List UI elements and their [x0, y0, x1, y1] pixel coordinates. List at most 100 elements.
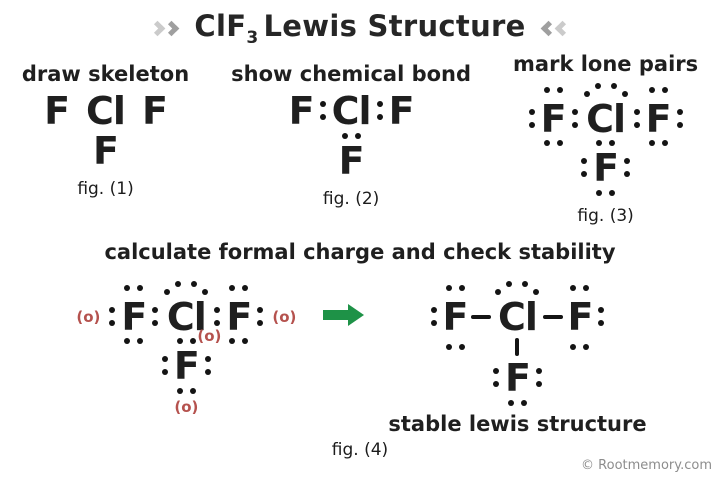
single-bond — [471, 314, 492, 319]
atom-F: F — [338, 138, 365, 183]
figure-caption: fig. (4) — [331, 439, 389, 460]
electron-pair — [124, 337, 144, 344]
electron-dot — [528, 109, 535, 116]
title-text: Lewis Structure — [263, 9, 526, 43]
electron-pair — [543, 87, 563, 94]
atom-F: F — [442, 294, 469, 339]
step-title: mark lone pairs — [513, 51, 699, 76]
single-bond — [543, 314, 564, 319]
electron-dot — [214, 320, 221, 327]
figure-caption: fig. (3) — [577, 205, 634, 226]
electron-dot — [493, 381, 499, 388]
electron-dot — [583, 90, 590, 97]
figure-caption: fig. (2) — [322, 188, 380, 209]
electron-dot — [161, 369, 168, 376]
electron-pair — [648, 139, 668, 146]
electron-dot — [535, 381, 542, 388]
copyright-notice: © Rootmemory.com — [581, 458, 712, 473]
chevron-left-icon — [540, 20, 556, 37]
electron-dot — [493, 368, 499, 375]
electron-pair — [204, 356, 211, 376]
electron-dot — [176, 337, 183, 344]
electron-dot — [571, 122, 578, 129]
electron-dot — [661, 87, 668, 94]
electron-pair — [676, 109, 683, 129]
arrow-right-icon — [323, 303, 365, 326]
electron-dot — [137, 337, 144, 344]
electron-pair — [214, 307, 221, 327]
electron-dot — [570, 285, 577, 292]
electron-dot — [137, 285, 144, 292]
axial-row: F — [93, 132, 119, 170]
formal-charge-label: (o) — [76, 307, 101, 326]
electron-pair — [528, 109, 535, 129]
electron-dot — [124, 285, 131, 292]
atom-Cl: Cl — [86, 88, 126, 133]
axial-row: F — [487, 355, 548, 400]
electron-pair — [376, 101, 383, 121]
electron-dot — [445, 343, 452, 350]
spacer — [125, 110, 142, 111]
single-bond-vertical — [515, 337, 520, 356]
electron-pair — [445, 285, 465, 292]
atom-F: F — [505, 355, 531, 400]
step-title: draw skeleton — [21, 61, 190, 86]
electron-pair — [229, 337, 249, 344]
electron-dot — [556, 87, 563, 94]
electron-dot — [583, 285, 590, 292]
electron-dot — [229, 337, 236, 344]
electron-dot — [109, 307, 116, 314]
electron-pair — [535, 368, 542, 388]
axial-group: F — [93, 132, 119, 170]
electron-pair — [633, 109, 640, 129]
electron-dot — [520, 399, 527, 406]
axial-row — [507, 399, 527, 406]
electron-dot — [609, 189, 616, 196]
electron-dot — [242, 337, 249, 344]
electron-dot — [556, 139, 563, 146]
formal-charge-label: (o) — [174, 397, 199, 416]
electron-dot — [570, 343, 577, 350]
chevron-left-icon — [554, 20, 570, 37]
electron-dot — [535, 368, 542, 375]
electron-dot — [598, 320, 605, 327]
double-chevron-right-icon — [150, 20, 180, 37]
electron-dot — [430, 320, 437, 327]
electron-dot — [430, 307, 437, 314]
electron-dot — [610, 82, 617, 89]
axial-group: F — [487, 355, 548, 406]
atom-F: F — [540, 96, 567, 141]
electron-dot — [621, 90, 628, 97]
electron-dot — [633, 122, 640, 129]
electron-dot — [376, 114, 383, 121]
atom-F: F — [593, 145, 619, 190]
spacer — [69, 110, 86, 111]
electron-pair — [570, 285, 590, 292]
axial-row: F — [575, 145, 636, 190]
electron-dot — [257, 320, 264, 327]
electron-dot — [543, 87, 550, 94]
electron-dot — [458, 285, 465, 292]
electron-dot — [257, 307, 264, 314]
electron-pair — [124, 285, 144, 292]
electron-pair — [161, 356, 168, 376]
atom-F: F — [44, 88, 70, 133]
electron-pair — [596, 139, 616, 146]
electron-dot — [543, 139, 550, 146]
electron-dot — [624, 171, 631, 178]
lone-pairs-arc — [583, 82, 628, 98]
electron-dot — [594, 82, 601, 89]
formal-charge-label: (o) — [197, 326, 222, 345]
electron-pair — [430, 307, 437, 327]
electron-pair — [176, 387, 196, 394]
electron-dot — [583, 343, 590, 350]
electron-pair — [624, 158, 631, 178]
electron-pair — [176, 337, 196, 344]
